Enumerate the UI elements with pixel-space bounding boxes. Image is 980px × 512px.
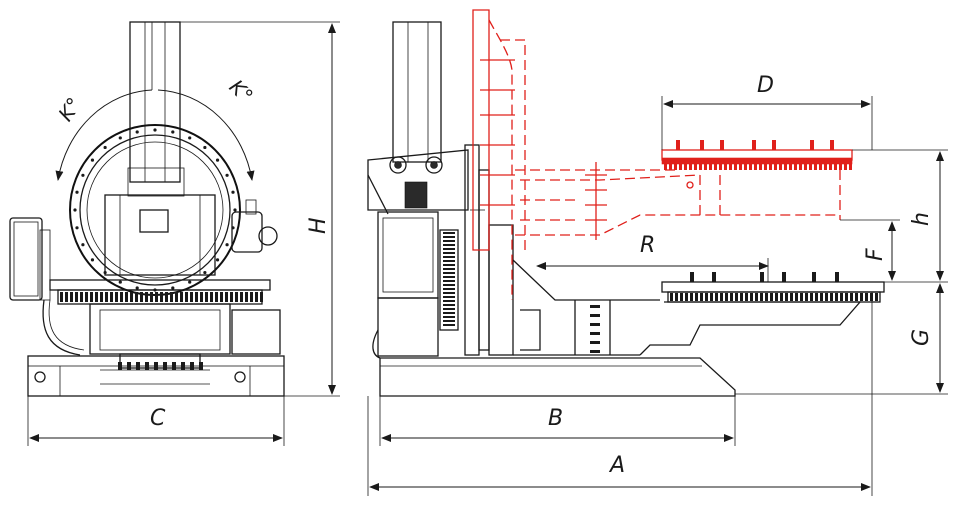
dimension-label-C: C <box>150 406 166 431</box>
rotation-arc-right <box>157 89 255 181</box>
front-base-bolt-row <box>118 362 203 370</box>
front-rotary-gear-teeth <box>60 292 263 302</box>
front-rotary-table <box>49 279 281 369</box>
tilted-position-phantom <box>472 9 853 300</box>
front-cable <box>42 299 81 356</box>
front-column <box>129 21 181 183</box>
dimension-label-H: H <box>306 217 331 234</box>
dimension-label-A: A <box>608 453 625 478</box>
dimension-label-F: F <box>863 248 888 261</box>
front-control-cabinet <box>9 217 51 301</box>
rotation-label-left: K° <box>53 93 86 126</box>
side-view: D R F h G B A <box>367 9 948 496</box>
side-upper-housing <box>367 149 469 215</box>
dimension-label-D: D <box>757 73 774 98</box>
front-side-motor <box>231 199 278 253</box>
side-rotary-table <box>639 272 885 356</box>
front-view: K° K° H C <box>9 21 340 446</box>
side-vertical-faceplate <box>439 144 514 356</box>
dimension-label-B: B <box>548 406 563 431</box>
dimension-label-R: R <box>640 233 655 258</box>
faceplate-bolt-holes <box>73 128 237 292</box>
side-column <box>392 21 442 163</box>
front-hub-block <box>104 194 216 276</box>
rotation-arc-left <box>55 89 153 181</box>
side-base <box>379 357 736 397</box>
side-lower-arm <box>512 259 660 356</box>
front-hub-window <box>139 209 169 233</box>
dimension-label-h: h <box>909 212 934 226</box>
rotation-label-right: K° <box>225 75 258 108</box>
side-cabinet <box>372 211 439 359</box>
dimension-label-G: G <box>909 329 934 346</box>
